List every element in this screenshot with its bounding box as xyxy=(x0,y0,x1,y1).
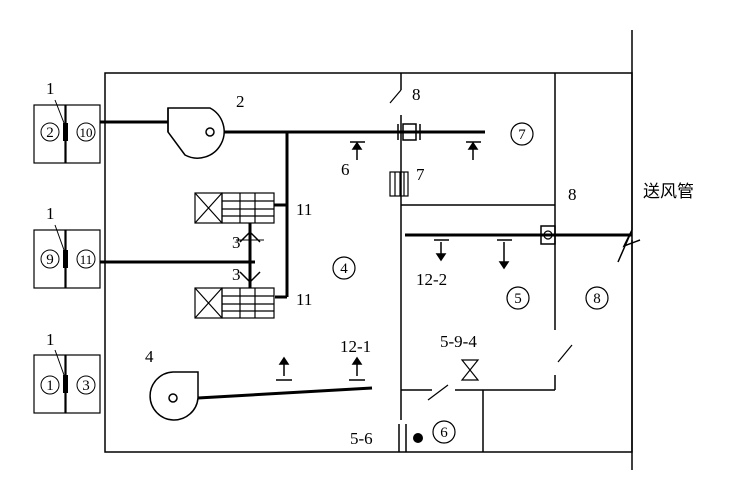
label-valve-3-top: 3 xyxy=(232,233,241,252)
outdoor-unit-top xyxy=(33,104,101,164)
room-7-label: 7 xyxy=(518,127,526,143)
valve-5-9-4 xyxy=(460,359,480,381)
item-5-6 xyxy=(398,424,423,452)
coil-bottom xyxy=(194,287,275,319)
room-8-label: 8 xyxy=(593,291,601,307)
label-valve-3-bottom: 3 xyxy=(232,265,241,284)
number-labels: 1 1 1 2 4 11 11 3 3 8 8 6 7 12-1 12-2 5-… xyxy=(46,79,694,448)
box-3-label: 3 xyxy=(82,378,90,394)
ducts xyxy=(100,120,632,400)
box-1-label: 1 xyxy=(46,378,54,394)
fan-4 xyxy=(149,371,199,421)
room-4-label: 4 xyxy=(340,261,348,277)
room-5-label: 5 xyxy=(514,291,522,307)
box-9-label: 9 xyxy=(46,252,54,268)
label-coil-11-bottom: 11 xyxy=(296,290,312,309)
label-5-9-4: 5-9-4 xyxy=(440,332,477,351)
valve-3 xyxy=(236,230,264,284)
label-coil-11-top: 11 xyxy=(296,200,312,219)
label-item-7: 7 xyxy=(416,165,425,184)
label-12-2: 12-2 xyxy=(416,270,447,289)
leader-lines xyxy=(54,99,65,376)
label-unit-1-bottom: 1 xyxy=(46,330,55,349)
fan-2 xyxy=(167,107,225,159)
label-unit-1-mid: 1 xyxy=(46,204,55,223)
damper-7 xyxy=(397,123,421,141)
damper-5 xyxy=(540,225,556,245)
label-fan-4: 4 xyxy=(145,347,154,366)
label-damper-8-right: 8 xyxy=(568,185,577,204)
room-6-label: 6 xyxy=(440,425,448,441)
outlet-arrows xyxy=(276,141,512,381)
label-12-1: 12-1 xyxy=(340,337,371,356)
outdoor-unit-mid xyxy=(33,229,101,289)
box-10-label: 10 xyxy=(80,125,93,140)
label-damper-8-top: 8 xyxy=(412,85,421,104)
label-5-6: 5-6 xyxy=(350,429,373,448)
box-2-label: 2 xyxy=(46,125,54,141)
label-item-6: 6 xyxy=(341,160,350,179)
label-unit-1-top: 1 xyxy=(46,79,55,98)
outdoor-unit-bottom xyxy=(33,354,101,414)
label-supply-duct: 送风管 xyxy=(643,182,694,202)
filter-7 xyxy=(389,171,409,197)
label-fan-2: 2 xyxy=(236,92,245,111)
coil-connections xyxy=(248,203,287,288)
circled-labels xyxy=(332,122,609,444)
coil-top xyxy=(194,192,275,224)
circled-label-text: 4 5 8 6 7 2 10 9 11 1 3 xyxy=(46,125,601,441)
box-11-label: 11 xyxy=(80,252,93,267)
building-walls xyxy=(104,30,641,470)
